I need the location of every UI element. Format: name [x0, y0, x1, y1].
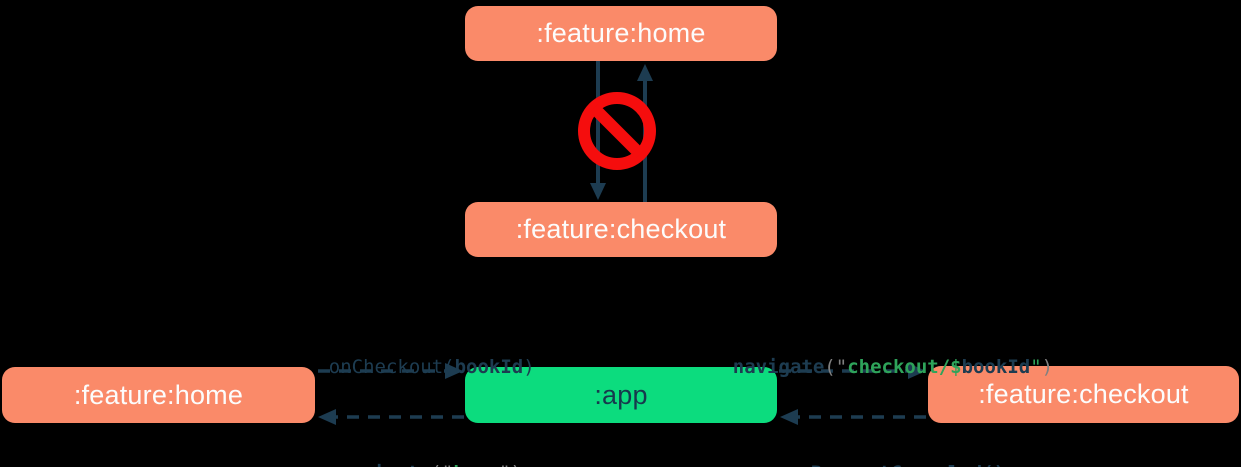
- node-feature-home-bottom-label: :feature:home: [73, 379, 244, 410]
- arrow-app-to-home: [318, 409, 464, 425]
- navcheckout-open-quote: ": [835, 356, 848, 378]
- arrow-home-to-app: [318, 363, 463, 379]
- code-label-oncheckout: onCheckout(bookId): [283, 331, 535, 403]
- navhome-close-paren: ): [510, 462, 521, 467]
- oncheckout-close: ): [523, 356, 535, 378]
- node-feature-home-top-label: :feature:home: [536, 18, 706, 48]
- oncheckout-fn: onCheckout(: [328, 356, 455, 378]
- oncheckout-arg: bookId: [454, 356, 524, 378]
- arrow-app-to-checkout: [779, 363, 926, 379]
- navcheckout-fn: navigate: [732, 356, 825, 378]
- node-app: :app: [465, 367, 777, 423]
- node-feature-checkout-top-label: :feature:checkout: [515, 214, 727, 244]
- node-feature-checkout-top: :feature:checkout: [465, 202, 777, 257]
- navhome-str: home: [453, 462, 499, 467]
- node-feature-checkout-bottom: :feature:checkout: [928, 366, 1239, 423]
- node-feature-checkout-bottom-label: :feature:checkout: [978, 379, 1189, 409]
- navhome-close-quote: ": [499, 462, 510, 467]
- code-label-onpaymentcanceled: onPaymentCanceled(): [742, 437, 1005, 467]
- node-feature-home-top: :feature:home: [465, 6, 777, 61]
- navhome-open-quote: ": [442, 462, 453, 467]
- node-app-label: :app: [594, 379, 648, 410]
- onpaymentcanceled-text: onPaymentCanceled(): [788, 462, 1005, 467]
- arrow-checkout-to-app: [780, 409, 926, 425]
- navcheckout-arg: bookId: [961, 356, 1031, 378]
- navcheckout-close-quote: ": [1030, 356, 1042, 378]
- no-entry-icon: [578, 92, 656, 170]
- navhome-fn: navigate: [339, 462, 431, 467]
- navhome-open-paren: (: [430, 462, 441, 467]
- navcheckout-close-paren: ): [1041, 356, 1054, 378]
- code-label-navigate-checkout: navigate("checkout/$bookId"): [687, 331, 1053, 403]
- arrow-home-to-checkout: [590, 61, 606, 200]
- node-feature-home-bottom: :feature:home: [2, 367, 315, 423]
- navcheckout-open-paren: (: [824, 356, 836, 378]
- code-label-navigate-home: navigate("home"): [293, 437, 522, 467]
- navcheckout-str: checkout/$: [847, 356, 962, 378]
